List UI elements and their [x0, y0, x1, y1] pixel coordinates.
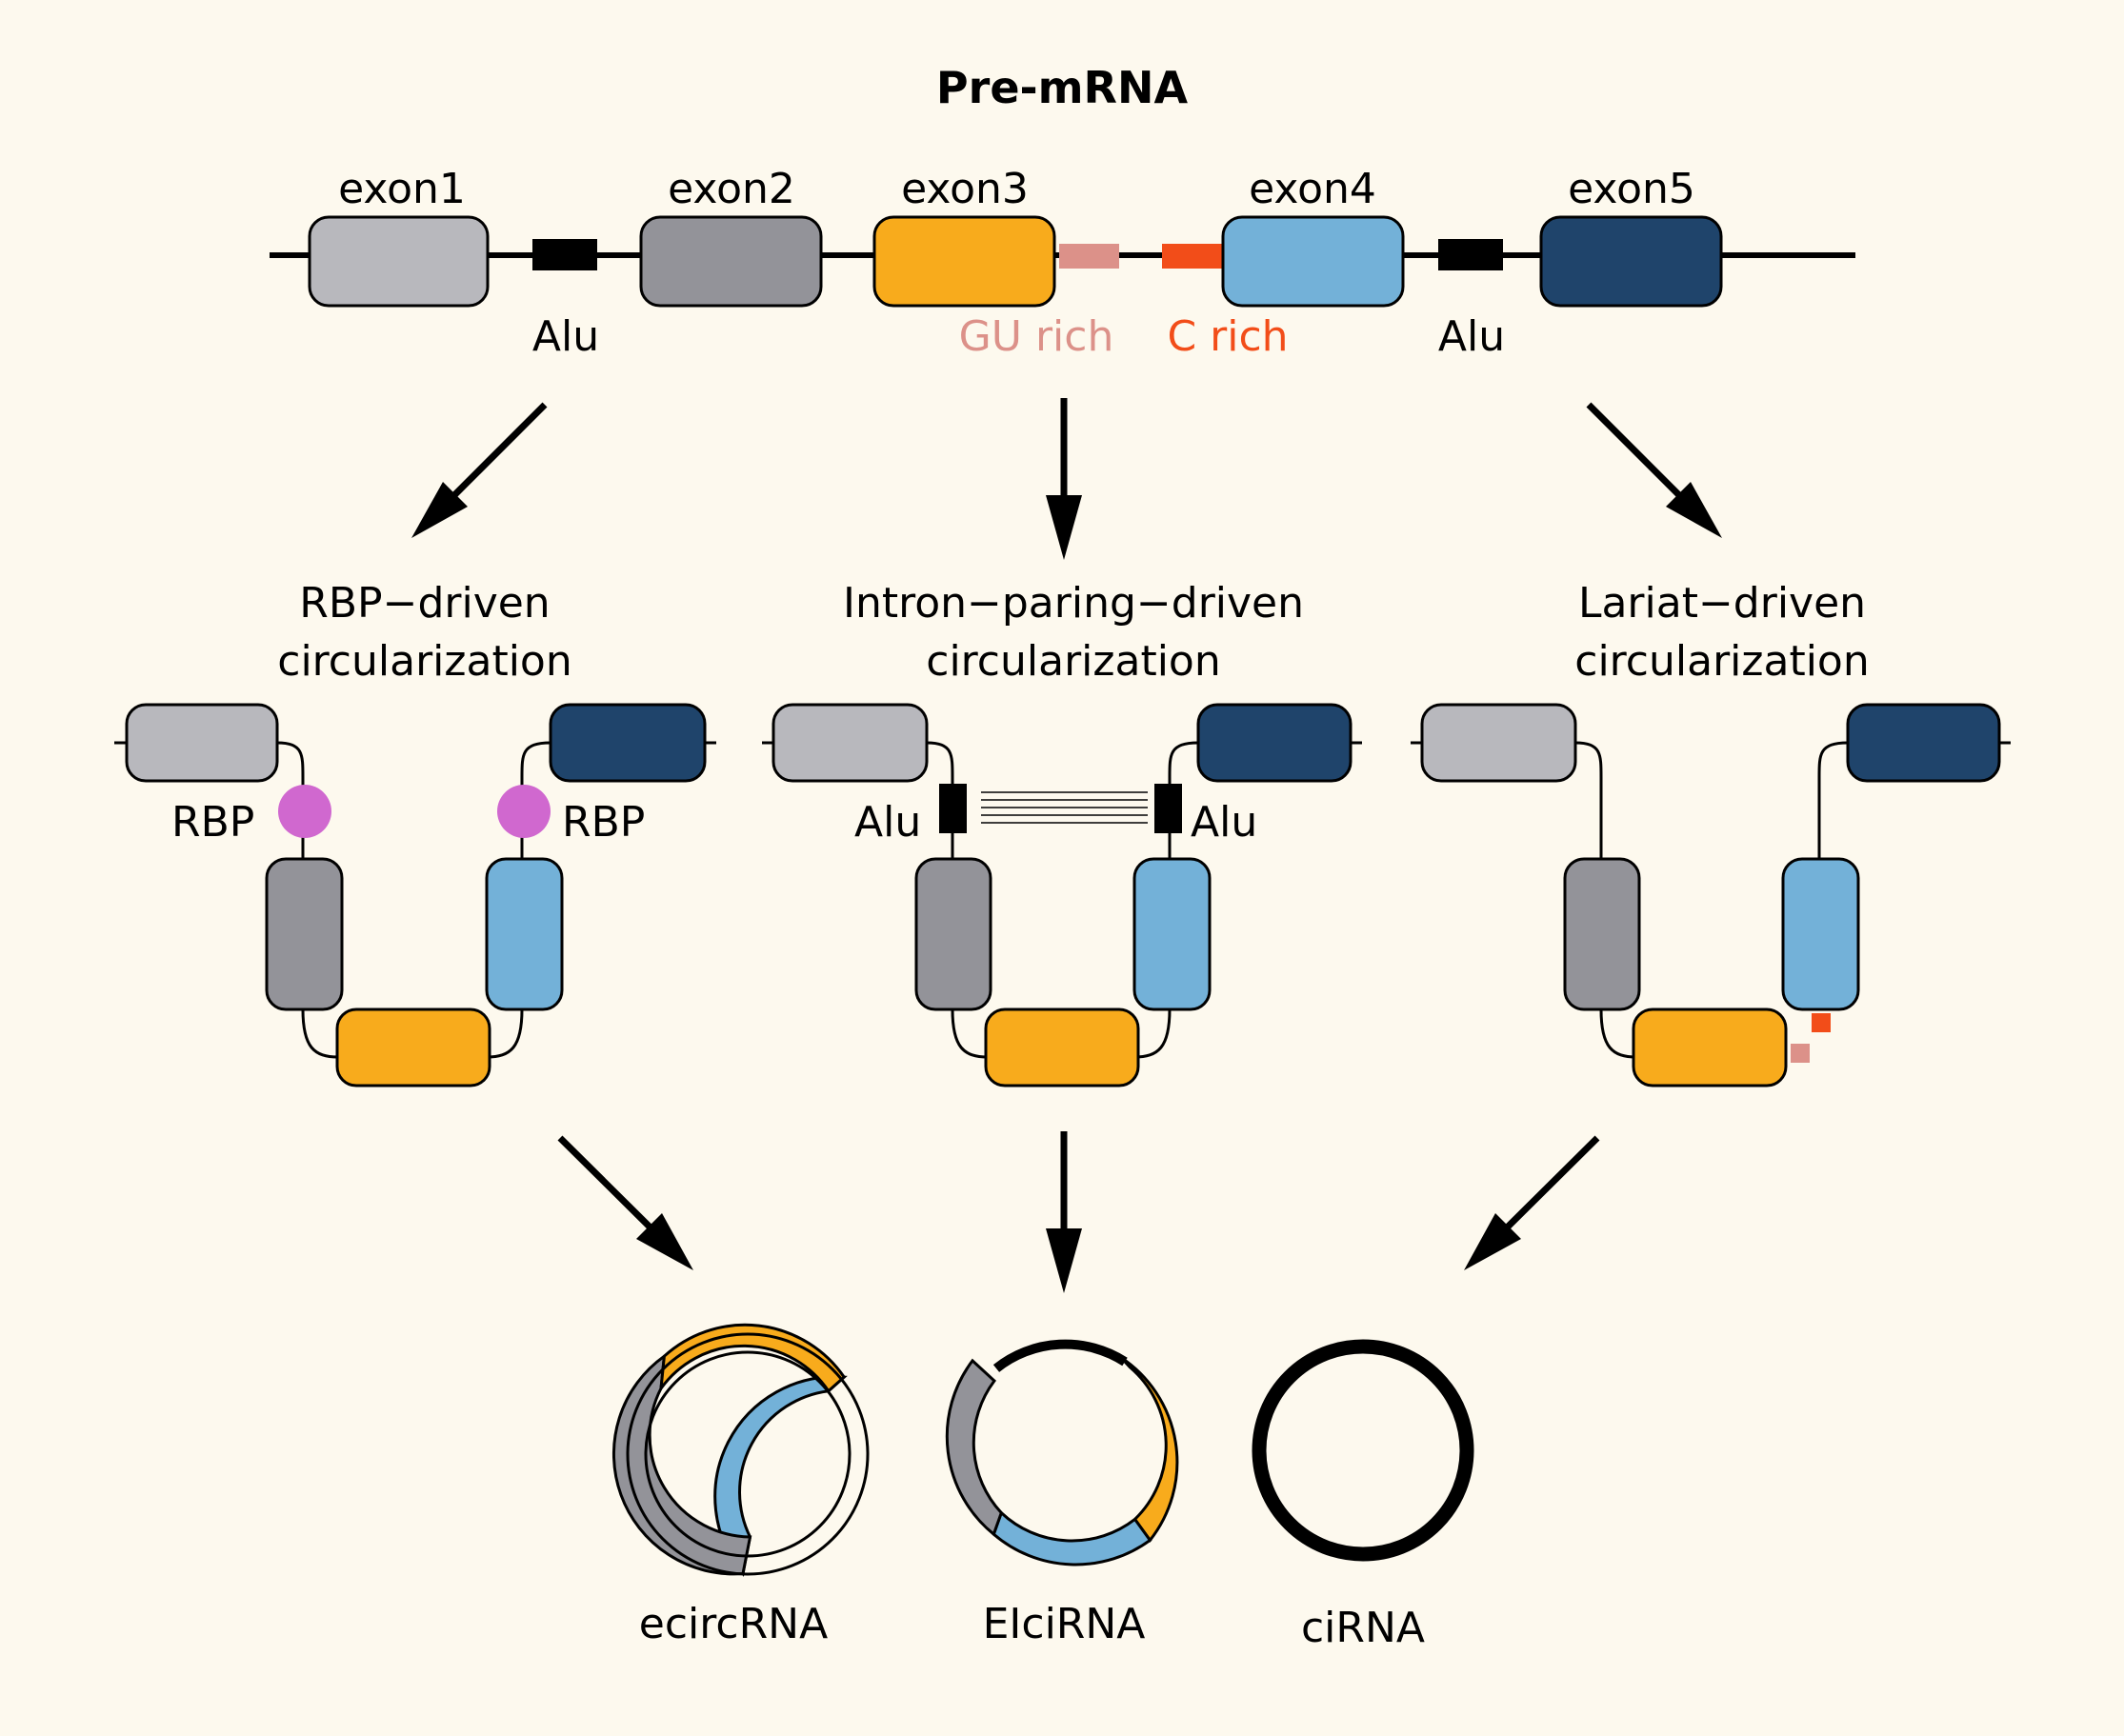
lariat-intron-right	[1817, 741, 1849, 859]
ip-exon4	[1132, 857, 1212, 1011]
ip-alu-label-right: Alu	[1191, 798, 1257, 847]
mechanism-intron-line1: Intron−paring−driven	[843, 579, 1304, 628]
eicirna-ring	[945, 1339, 1179, 1566]
alu-element-left	[532, 239, 597, 270]
ecircrna-ring	[611, 1323, 870, 1577]
eicirna-segment-blue	[992, 1509, 1152, 1566]
lariat-gu-rich	[1791, 1044, 1810, 1063]
title: Pre-mRNA	[936, 62, 1189, 113]
lariat-exon3	[1632, 1008, 1788, 1087]
rbp-linker-right	[486, 1008, 524, 1059]
lariat-exon2	[1563, 857, 1641, 1011]
cirna-ring	[1252, 1339, 1474, 1562]
lariat-intron-left	[1574, 741, 1603, 859]
rbp-exon4	[485, 857, 564, 1011]
rbp-linker-left	[301, 1008, 339, 1059]
rbp-protein-left	[278, 785, 331, 838]
lariat-c-rich	[1812, 1013, 1831, 1032]
ecircrna-outer-border	[626, 1332, 870, 1576]
arrowhead-to-rbp	[411, 482, 468, 538]
ecircrna-inner-border	[644, 1350, 852, 1558]
eicirna-label: EIciRNA	[983, 1600, 1146, 1648]
arrows-top	[411, 398, 1722, 560]
exon4-label: exon4	[1249, 165, 1376, 213]
arrowhead-to-intron-pairing	[1046, 495, 1082, 560]
ip-linker-right	[1133, 1008, 1172, 1059]
ecircrna-label: ecircRNA	[639, 1600, 828, 1648]
rbp-exon5	[549, 703, 707, 783]
ip-linker-left	[951, 1008, 989, 1059]
arrowhead-to-ecircrna	[636, 1213, 693, 1270]
c-rich-element	[1162, 244, 1222, 269]
ip-exon1	[771, 703, 929, 783]
mechanism-lariat-line1: Lariat−driven	[1578, 579, 1866, 628]
alu-element-right	[1438, 239, 1503, 270]
exon4-box	[1221, 215, 1405, 308]
ip-intron-right	[1168, 741, 1199, 859]
exon1-box	[308, 215, 490, 308]
mechanism-rbp-line2: circularization	[277, 637, 571, 686]
exon2-label: exon2	[668, 165, 795, 213]
exon5-box	[1539, 215, 1723, 308]
rbp-driven-structure: RBP RBP	[114, 703, 716, 1087]
arrowhead-to-lariat	[1666, 482, 1722, 538]
ip-alu-right	[1154, 784, 1182, 833]
ip-alu-label-left: Alu	[854, 798, 921, 847]
ip-intron-left	[926, 741, 954, 859]
rbp-label-left: RBP	[171, 798, 254, 847]
ip-exon5	[1196, 703, 1353, 783]
ip-alu-left	[939, 784, 967, 833]
lariat-exon1	[1420, 703, 1577, 783]
lariat-linker-left	[1599, 1008, 1637, 1059]
alu-left-label: Alu	[532, 312, 599, 361]
eicirna-intron-arc	[992, 1339, 1128, 1372]
exon3-label: exon3	[901, 165, 1029, 213]
mechanism-intron-line2: circularization	[926, 637, 1220, 686]
rbp-exon1	[125, 703, 279, 783]
rbp-intron-right	[520, 741, 551, 859]
cirna-label: ciRNA	[1301, 1604, 1425, 1652]
alu-right-label: Alu	[1438, 312, 1505, 361]
gu-rich-label: GU rich	[959, 312, 1114, 361]
eicirna-segment-orange	[1119, 1356, 1179, 1543]
arrowhead-to-cirna	[1464, 1213, 1521, 1270]
lariat-exon4	[1781, 857, 1860, 1011]
mechanism-lariat-line2: circularization	[1574, 637, 1869, 686]
pre-mrna: exon1 exon2 exon3 exon4 exon5 Alu GU ric…	[270, 165, 1855, 361]
rbp-label-right: RBP	[562, 798, 645, 847]
ip-exon3	[984, 1008, 1140, 1087]
ip-exon2	[914, 857, 992, 1011]
lariat-exon5	[1846, 703, 2001, 783]
rbp-protein-right	[497, 785, 551, 838]
rbp-exon3	[335, 1008, 491, 1087]
exon1-label: exon1	[338, 165, 466, 213]
gu-rich-element	[1059, 244, 1119, 269]
exon5-label: exon5	[1568, 165, 1695, 213]
eicirna-segment-gray	[945, 1358, 1004, 1537]
lariat-structure	[1411, 703, 2011, 1087]
rbp-intron-left	[276, 741, 305, 859]
exon3-box	[872, 215, 1056, 308]
mechanism-rbp-line1: RBP−driven	[299, 579, 550, 628]
exon2-box	[639, 215, 823, 308]
rbp-exon2	[265, 857, 344, 1011]
c-rich-label: C rich	[1167, 312, 1288, 361]
ip-pairing-lines	[981, 791, 1148, 824]
arrowhead-to-eicirna	[1046, 1228, 1082, 1293]
intron-pairing-structure: Alu Alu	[762, 703, 1362, 1087]
arrows-bottom	[557, 1131, 1600, 1293]
